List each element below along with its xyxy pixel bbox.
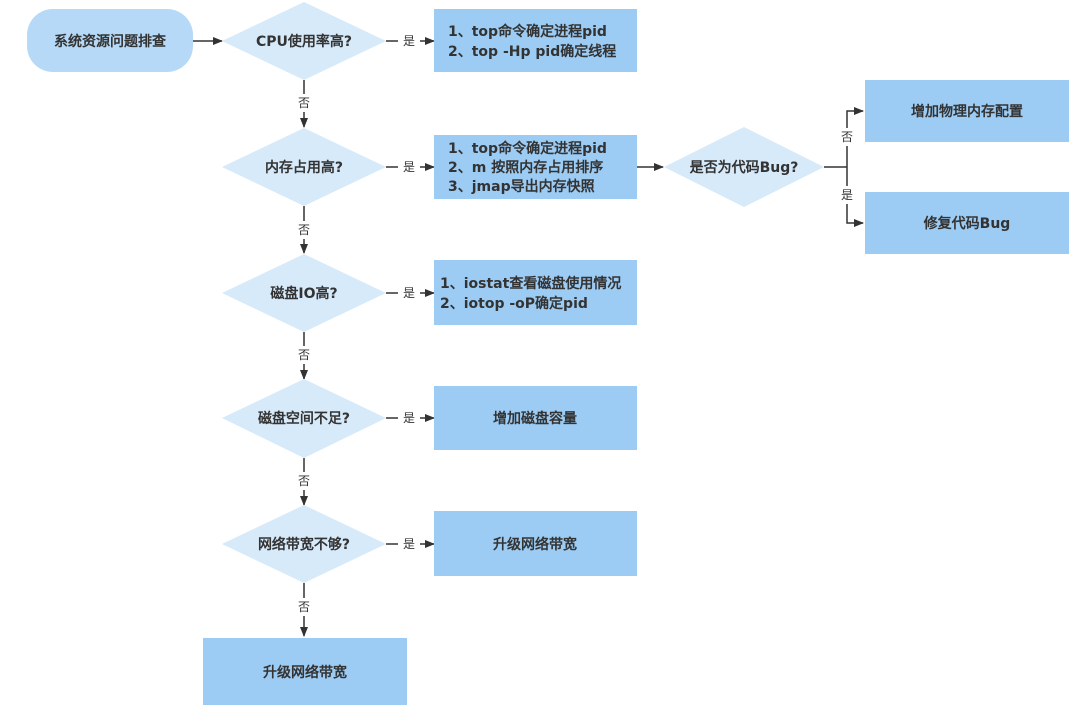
process-cpu-shape — [434, 9, 637, 72]
decision-io-label: 磁盘IO高? — [270, 285, 337, 302]
label-disk-yes: 是 — [403, 411, 415, 425]
label-cpu-yes: 是 — [403, 34, 415, 48]
process-final: 升级网络带宽 — [203, 638, 407, 705]
label-net-no: 否 — [298, 600, 310, 614]
decision-disk-label: 磁盘空间不足? — [258, 410, 350, 427]
decision-disk-shape — [222, 379, 386, 458]
process-mem-line-2: 2、m 按照内存占用排序 — [448, 159, 603, 176]
process-cpu-line-2: 2、top -Hp pid确定线程 — [448, 43, 616, 60]
label-io-no: 否 — [298, 348, 310, 362]
decision-bug: 是否为代码Bug? — [664, 127, 824, 207]
decision-bug-label: 是否为代码Bug? — [690, 159, 799, 176]
label-mem-no: 否 — [298, 223, 310, 237]
label-io-yes: 是 — [403, 286, 415, 300]
process-mem-line-3: 3、jmap导出内存快照 — [448, 178, 595, 195]
label-mem-yes: 是 — [403, 160, 415, 174]
decision-io: 磁盘IO高? — [222, 254, 386, 332]
decision-io-shape — [222, 254, 386, 332]
start-node: 系统资源问题排查 — [27, 9, 193, 72]
process-disk-label: 增加磁盘容量 — [493, 410, 577, 427]
process-mem-line-1: 1、top命令确定进程pid — [448, 140, 607, 157]
process-final-label: 升级网络带宽 — [263, 664, 347, 681]
decision-bug-shape — [664, 127, 824, 207]
process-cpu-line-1: 1、top命令确定进程pid — [448, 23, 607, 40]
process-net: 升级网络带宽 — [434, 511, 637, 576]
edge-bug-no-top — [846, 107, 864, 128]
process-add-mem-label: 增加物理内存配置 — [911, 103, 1023, 120]
label-disk-no: 否 — [298, 474, 310, 488]
decision-cpu: CPU使用率高? — [222, 2, 386, 80]
process-add-mem-shape — [865, 80, 1069, 142]
edge-bug-yes-bottom — [846, 204, 864, 227]
decision-mem-label: 内存占用高? — [265, 159, 343, 176]
label-cpu-no: 否 — [298, 96, 310, 110]
decision-mem: 内存占用高? — [222, 128, 386, 206]
decision-net-shape — [222, 505, 386, 583]
label-bug-yes: 是 — [841, 188, 853, 202]
process-mem-shape — [434, 135, 637, 199]
start-shape — [27, 9, 193, 72]
process-net-label: 升级网络带宽 — [493, 536, 577, 553]
label-bug-no: 否 — [841, 130, 853, 144]
process-io: 1、iostat查看磁盘使用情况 2、iotop -oP确定pid — [434, 260, 637, 325]
process-io-line-2: 2、iotop -oP确定pid — [440, 295, 588, 312]
process-cpu: 1、top命令确定进程pid 2、top -Hp pid确定线程 — [434, 9, 637, 72]
process-final-shape — [203, 638, 407, 705]
process-mem: 1、top命令确定进程pid 2、m 按照内存占用排序 3、jmap导出内存快照 — [434, 135, 637, 199]
process-fix-bug-shape — [865, 192, 1069, 254]
decision-net: 网络带宽不够? — [222, 505, 386, 583]
start-label: 系统资源问题排查 — [54, 33, 167, 50]
process-net-shape — [434, 511, 637, 576]
process-add-mem: 增加物理内存配置 — [865, 80, 1069, 142]
process-io-line-1: 1、iostat查看磁盘使用情况 — [440, 275, 621, 292]
process-disk-shape — [434, 386, 637, 450]
decision-net-label: 网络带宽不够? — [258, 536, 350, 553]
label-net-yes: 是 — [403, 537, 415, 551]
decision-disk: 磁盘空间不足? — [222, 379, 386, 458]
process-disk: 增加磁盘容量 — [434, 386, 637, 450]
process-fix-bug-label: 修复代码Bug — [923, 215, 1011, 232]
edge-labels: 是 是 是 是 是 否 否 否 否 否 否 是 — [298, 34, 853, 614]
decision-cpu-label: CPU使用率高? — [256, 33, 352, 50]
decision-cpu-shape — [222, 2, 386, 80]
edges — [193, 37, 864, 637]
process-io-shape — [434, 260, 637, 325]
decision-mem-shape — [222, 128, 386, 206]
process-fix-bug: 修复代码Bug — [865, 192, 1069, 254]
